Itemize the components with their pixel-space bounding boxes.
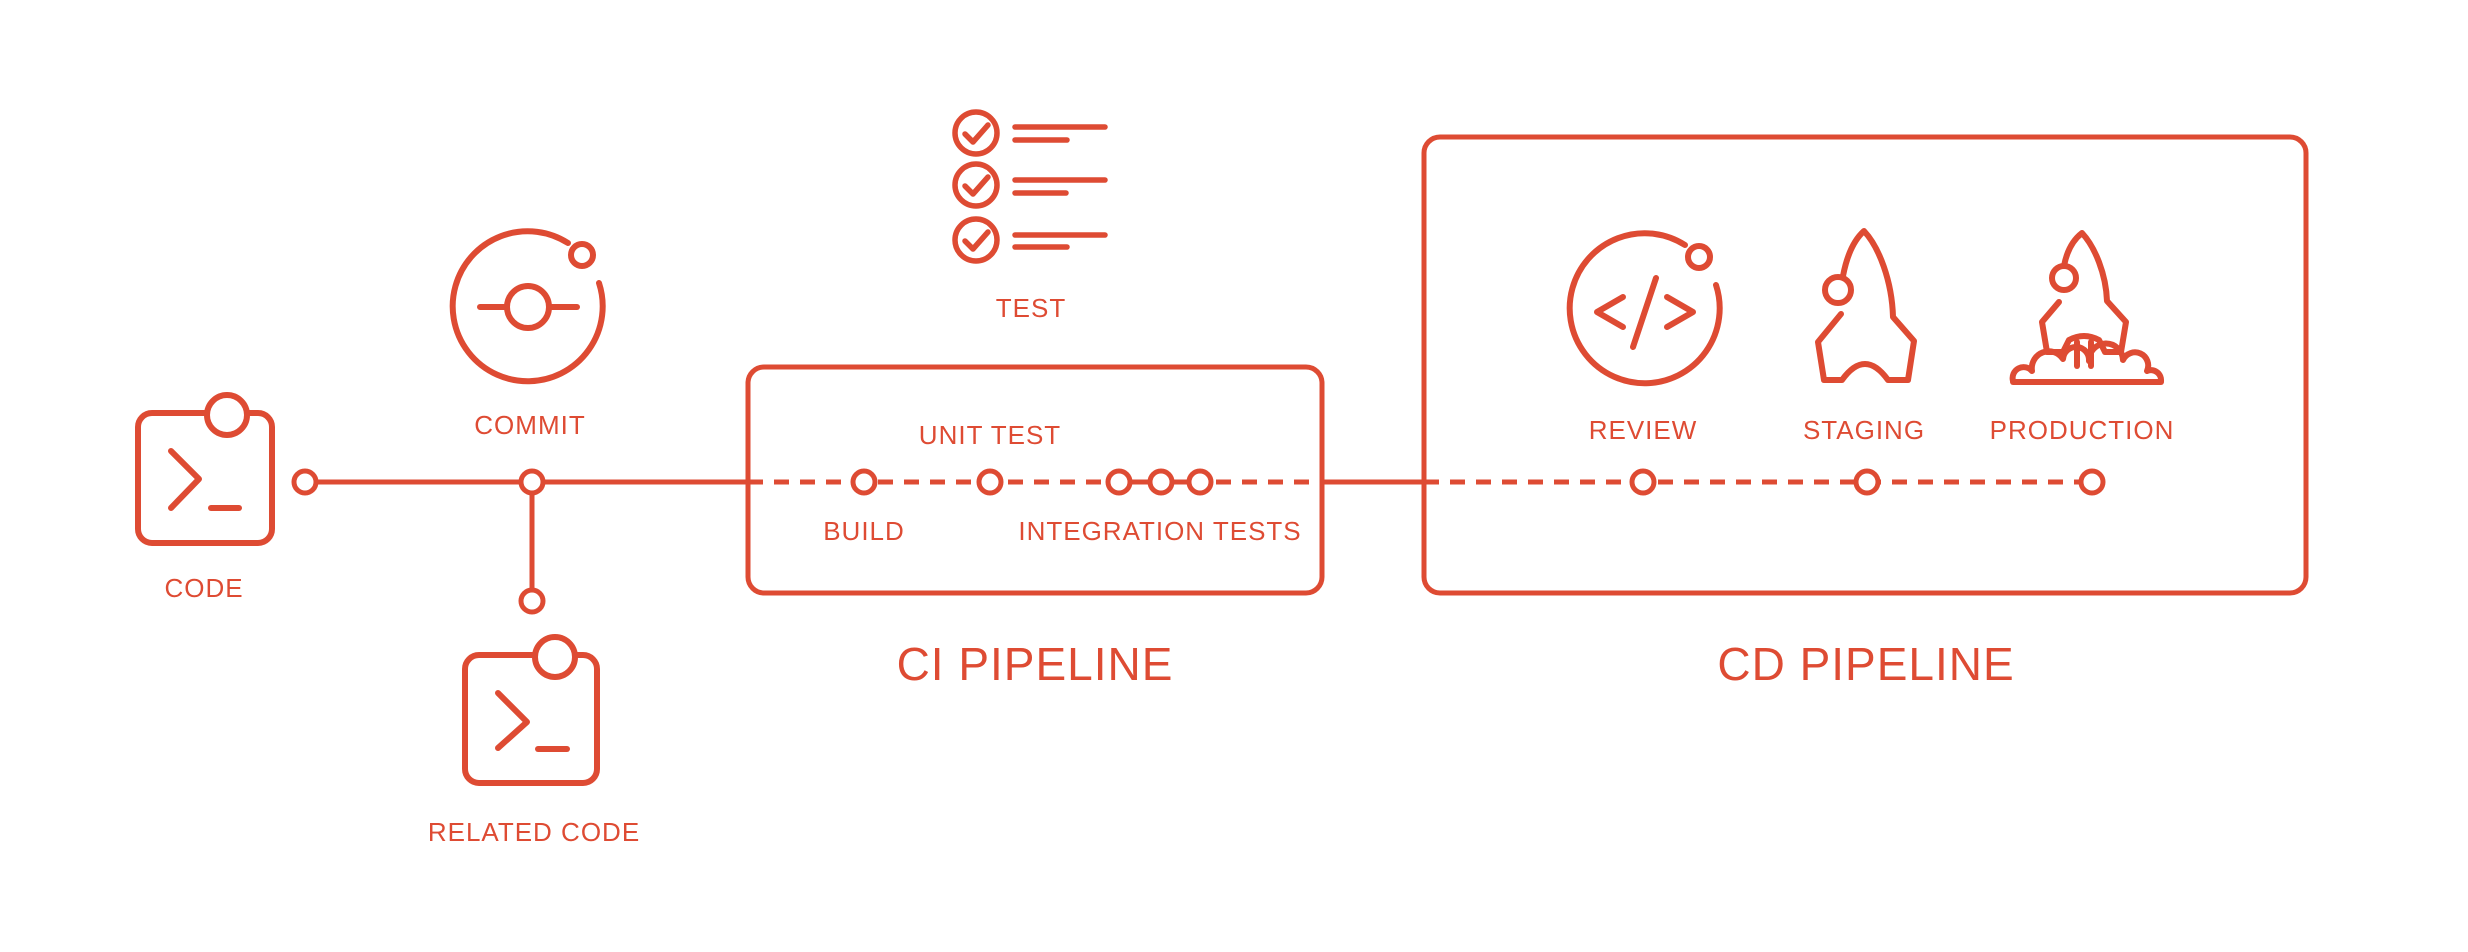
node-integration-test-1	[1105, 468, 1133, 496]
node-code-start	[291, 468, 319, 496]
node-staging	[1853, 468, 1881, 496]
staging-label: STAGING	[1803, 415, 1925, 445]
production-label: PRODUCTION	[1990, 415, 2175, 445]
node-commit-junction	[518, 468, 546, 496]
cd-pipeline-box	[1421, 134, 2309, 596]
related-code-label: RELATED CODE	[428, 817, 640, 847]
node-build	[850, 468, 878, 496]
ci-pipeline-title: CI PIPELINE	[897, 638, 1174, 690]
launch-smoke-cloud	[2009, 340, 2164, 384]
code-terminal-icon	[135, 392, 275, 546]
unit-test-label: UNIT TEST	[919, 420, 1061, 450]
code-label: CODE	[164, 573, 243, 603]
pipeline-nodes	[291, 468, 2106, 615]
integration-tests-label: INTEGRATION TESTS	[1018, 516, 1301, 546]
commit-icon	[449, 228, 606, 385]
production-rocket-launch-icon	[2009, 230, 2164, 385]
test-label: TEST	[996, 293, 1066, 323]
node-integration-test-3	[1186, 468, 1214, 496]
commit-label: COMMIT	[474, 410, 585, 440]
node-unit-test	[976, 468, 1004, 496]
node-review	[1629, 468, 1657, 496]
node-related-code-branch	[518, 587, 546, 615]
cd-pipeline-title: CD PIPELINE	[1717, 638, 2014, 690]
staging-rocket-icon	[1815, 228, 1917, 383]
node-production-end	[2078, 468, 2106, 496]
related-code-terminal-icon	[462, 634, 600, 786]
review-code-icon	[1566, 230, 1723, 387]
review-label: REVIEW	[1589, 415, 1698, 445]
test-checklist-icon	[952, 109, 1108, 264]
build-label: BUILD	[823, 516, 905, 546]
node-integration-test-2	[1147, 468, 1175, 496]
ci-pipeline-box	[745, 364, 1325, 596]
